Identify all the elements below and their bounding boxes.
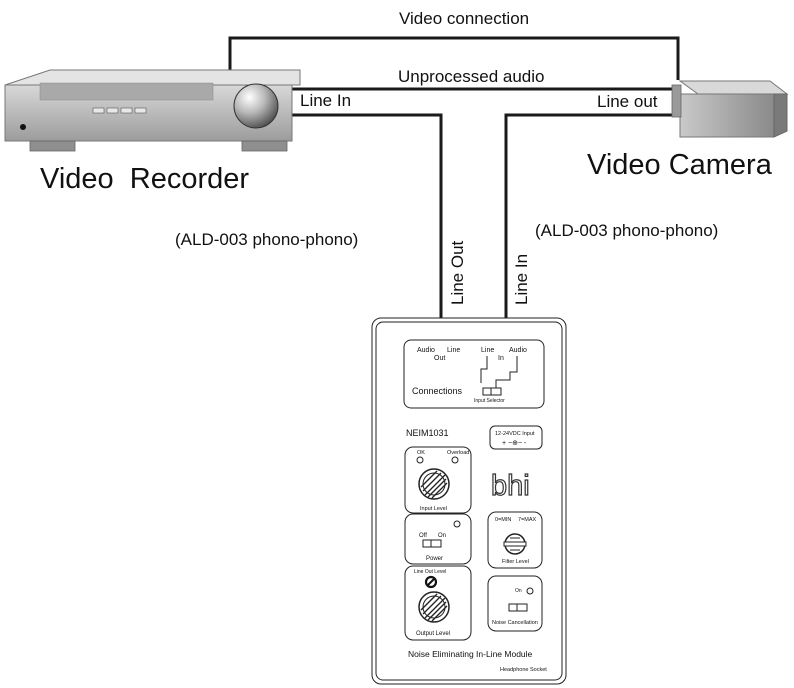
power-off-label: Off <box>419 533 427 539</box>
output-level-label: Output Level <box>416 631 450 637</box>
line-out-camera-label: Line out <box>597 92 658 111</box>
cable-right-label: (ALD-003 phono-phono) <box>535 221 718 240</box>
filter-level-panel: 0=MIN 7=MAX Filter Level <box>487 511 543 569</box>
ok-label: OK <box>417 450 425 456</box>
dc-input-panel: 12-24VDC Input + −⊕− - <box>489 425 543 450</box>
noise-cancellation-label: Noise Cancellation <box>492 620 538 626</box>
filter-min-label: 0=MIN <box>495 517 511 523</box>
power-on-label: On <box>438 533 446 539</box>
input-level-label: Input Level <box>420 506 447 512</box>
output-level-knob[interactable] <box>418 591 450 623</box>
ok-led-icon <box>416 456 424 464</box>
noise-cancellation-switch[interactable] <box>508 603 528 612</box>
line-in-audio-label: Audio <box>509 347 527 354</box>
audio-out-line-label: Line <box>447 347 460 354</box>
cable-left-label: (ALD-003 phono-phono) <box>175 230 358 249</box>
module-title: Noise Eliminating In-Line Module <box>408 649 533 659</box>
power-switch[interactable] <box>422 539 442 548</box>
vcr-foot-right <box>241 140 288 152</box>
filter-max-label: 7=MAX <box>518 517 537 523</box>
wire-line-out-label: Line Out <box>448 240 467 305</box>
line-out-level-trim-icon[interactable] <box>424 575 438 589</box>
vcr-power-dot-icon <box>20 124 26 130</box>
power-led-icon <box>453 520 461 528</box>
vcr-foot-left <box>29 140 76 152</box>
video-camera <box>671 80 789 138</box>
connections-panel: Audio Line Out Line Audio In Connections… <box>403 339 545 409</box>
audio-out-bottom-label: Out <box>434 355 445 362</box>
video-connection-wire <box>228 36 680 80</box>
input-selector-label: Input Selector <box>474 398 505 404</box>
connections-title: Connections <box>412 386 463 396</box>
output-level-panel: Line Out Level Output Level <box>404 565 472 641</box>
headphone-socket-label: Headphone Socket <box>500 667 547 673</box>
dc-polarity-label: + −⊕− - <box>502 440 527 447</box>
model-label: NEIM1031 <box>406 428 449 438</box>
noise-led-icon <box>526 587 534 595</box>
dc-input-label: 12-24VDC Input <box>495 431 535 437</box>
line-out-wire <box>290 113 443 318</box>
vcr-knob-icon <box>233 83 279 129</box>
power-panel: Off On Power <box>404 513 472 565</box>
audio-out-label: Audio <box>417 347 435 354</box>
unprocessed-audio-label: Unprocessed audio <box>398 67 544 86</box>
line-in-wire <box>504 113 680 318</box>
wire-line-in-label: Line In <box>512 254 531 305</box>
input-level-panel: OK Overload Input Level <box>404 446 472 514</box>
filter-level-label: Filter Level <box>502 559 529 565</box>
noise-on-label: On <box>515 588 522 594</box>
filter-level-knob[interactable] <box>503 533 527 555</box>
brand-logo: bhi <box>491 470 530 502</box>
video-recorder-label: Video Recorder <box>40 163 249 195</box>
input-level-knob[interactable] <box>418 468 450 500</box>
line-out-level-label: Line Out Level <box>414 569 446 575</box>
noise-cancellation-panel: On Noise Cancellation <box>487 575 543 632</box>
noise-eliminating-module: Audio Line Out Line Audio In Connections… <box>371 317 567 685</box>
line-in-bottom-label: In <box>498 355 504 362</box>
line-in-recorder-label: Line In <box>300 91 351 110</box>
video-camera-label: Video Camera <box>587 149 773 181</box>
video-connection-label: Video connection <box>399 9 529 28</box>
overload-label: Overload <box>447 450 469 456</box>
vcr-buttons <box>92 107 147 114</box>
video-recorder <box>4 69 301 152</box>
overload-led-icon <box>451 456 459 464</box>
power-label: Power <box>426 556 443 562</box>
input-selector-switch[interactable] <box>482 387 502 396</box>
line-in-label: Line <box>481 347 494 354</box>
